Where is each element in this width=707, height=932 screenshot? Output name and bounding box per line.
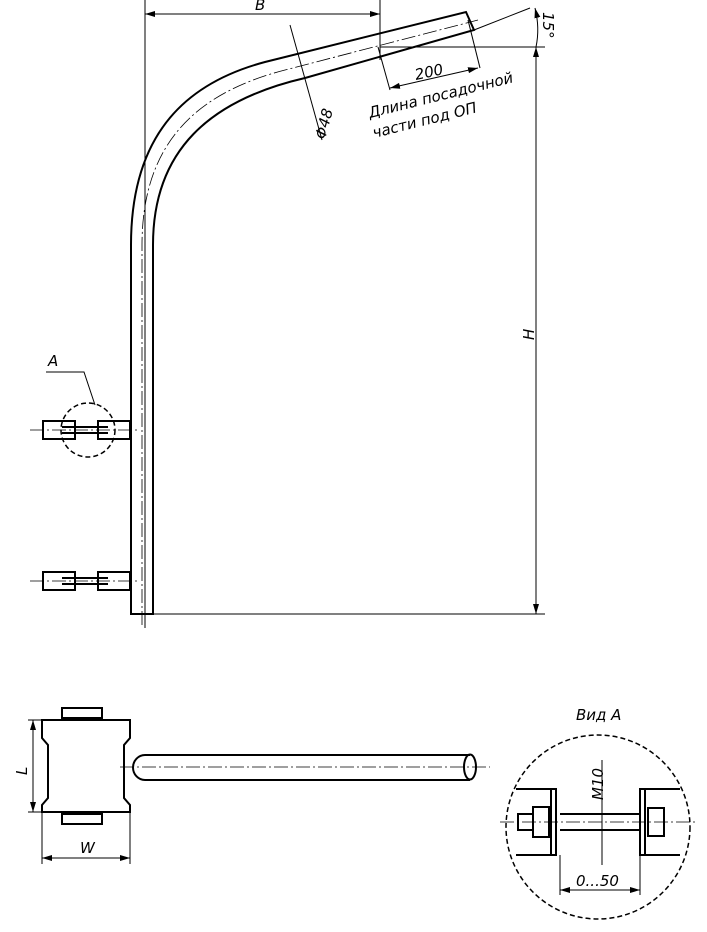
dim-h-label: H: [520, 329, 538, 340]
dimension-diameter: Φ48: [289, 24, 337, 142]
view-a: Вид А M10 0...50: [500, 706, 696, 920]
plan-view: L W: [13, 707, 490, 864]
callout-a-label: A: [47, 352, 58, 370]
angle-label: 15°: [539, 12, 557, 39]
dimension-angle: 15°: [473, 7, 557, 48]
bracket-upper: [30, 420, 140, 440]
dimension-200: 200 Длина посадочной части под ОП: [366, 19, 515, 142]
dimension-b: B: [144, 0, 381, 628]
bracket-lower: [30, 571, 140, 591]
length-200-label: 200: [413, 60, 445, 84]
diameter-label: Φ48: [311, 107, 336, 142]
callout-a: A: [46, 352, 116, 458]
range-label: 0...50: [576, 872, 619, 890]
view-a-title: Вид А: [576, 706, 621, 724]
dim-w-label: W: [80, 839, 96, 857]
dimension-h: H: [153, 46, 545, 615]
dim-b-label: B: [255, 0, 265, 14]
m10-label: M10: [589, 768, 607, 800]
dim-l-label: L: [13, 767, 31, 775]
